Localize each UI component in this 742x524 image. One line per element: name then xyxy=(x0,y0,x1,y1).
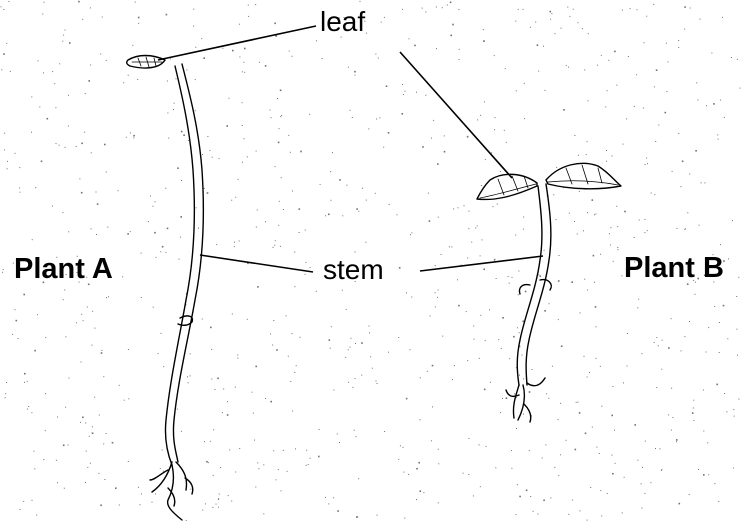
plant-b-label: Plant B xyxy=(624,254,724,283)
stem-line-to-plant-b xyxy=(420,256,543,271)
stem-label: stem xyxy=(323,256,384,284)
plant-a xyxy=(127,56,204,521)
stem-line-to-plant-a xyxy=(200,255,313,272)
leaf-label: leaf xyxy=(320,8,365,36)
plant-b-right-leaf xyxy=(546,163,621,188)
plant-a-label: Plant A xyxy=(14,255,113,284)
plant-a-node xyxy=(178,316,192,325)
plant-b xyxy=(477,163,621,422)
plant-a-roots xyxy=(150,462,193,520)
leader-lines xyxy=(158,26,543,272)
plant-a-stem-left xyxy=(165,66,194,465)
plant-a-stem-right xyxy=(173,64,203,462)
leaf-line-to-plant-b xyxy=(400,52,512,178)
plant-b-roots xyxy=(506,378,545,422)
leaf-line-to-plant-a xyxy=(158,26,316,60)
